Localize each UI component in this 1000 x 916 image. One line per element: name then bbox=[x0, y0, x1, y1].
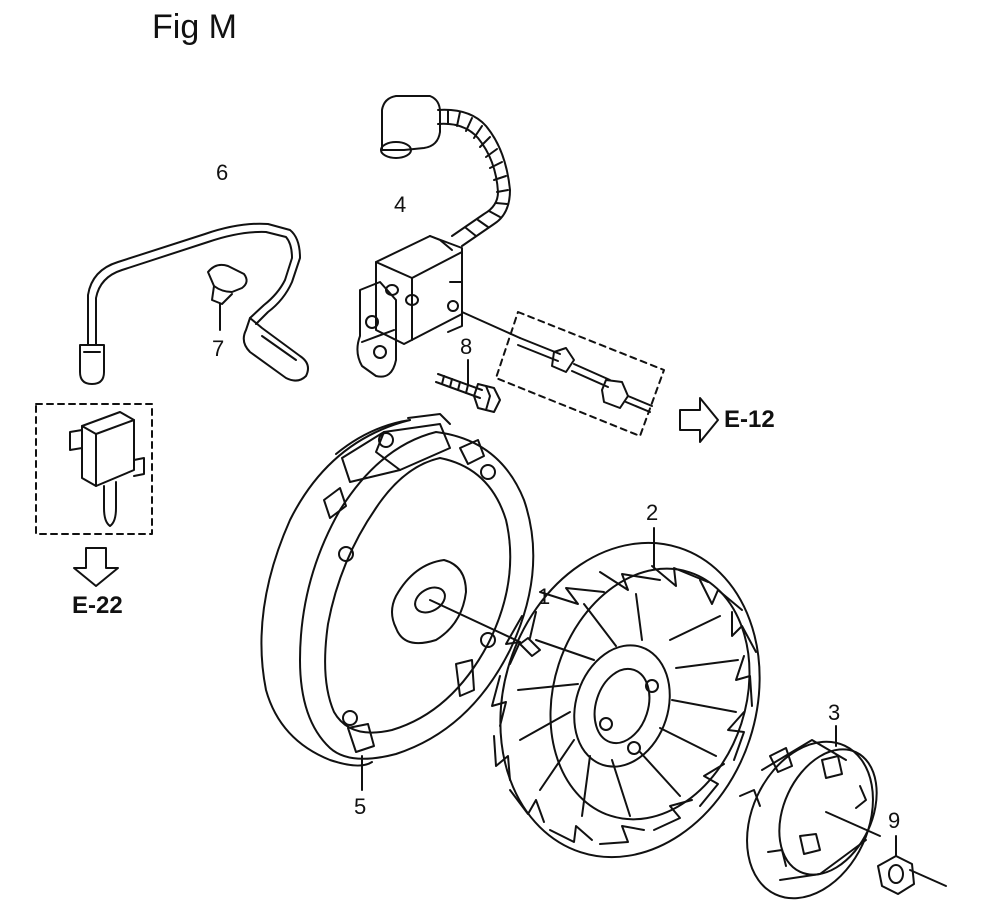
part-5-housing bbox=[260, 413, 535, 791]
part-4-ignition-coil bbox=[356, 95, 511, 378]
callout-9: 9 bbox=[888, 808, 901, 833]
callout-3: 3 bbox=[828, 700, 841, 725]
callout-4: 4 bbox=[394, 192, 407, 217]
ref-label-e22: E-22 bbox=[72, 592, 123, 619]
callout-1: 1 bbox=[538, 584, 551, 609]
ref-box-e12 bbox=[495, 311, 665, 437]
callout-8: 8 bbox=[460, 334, 473, 359]
callout-7: 7 bbox=[212, 336, 225, 361]
callout-6: 6 bbox=[216, 160, 229, 185]
part-3-starter-cup bbox=[739, 725, 881, 900]
part-7-clip bbox=[207, 263, 248, 331]
ref-label-e12: E-12 bbox=[724, 406, 775, 433]
callout-2: 2 bbox=[646, 500, 659, 525]
part-8-bolt bbox=[435, 359, 501, 413]
part-1-key bbox=[519, 611, 541, 657]
figure-title: Fig M bbox=[152, 8, 237, 46]
ref-box-e22 bbox=[35, 403, 153, 535]
callout-5: 5 bbox=[354, 794, 367, 819]
part-6-wire bbox=[79, 222, 309, 385]
part-2-flywheel bbox=[491, 527, 761, 859]
part-9-nut bbox=[877, 835, 947, 895]
arrow-e22 bbox=[73, 547, 119, 587]
arrow-e12 bbox=[679, 397, 719, 443]
